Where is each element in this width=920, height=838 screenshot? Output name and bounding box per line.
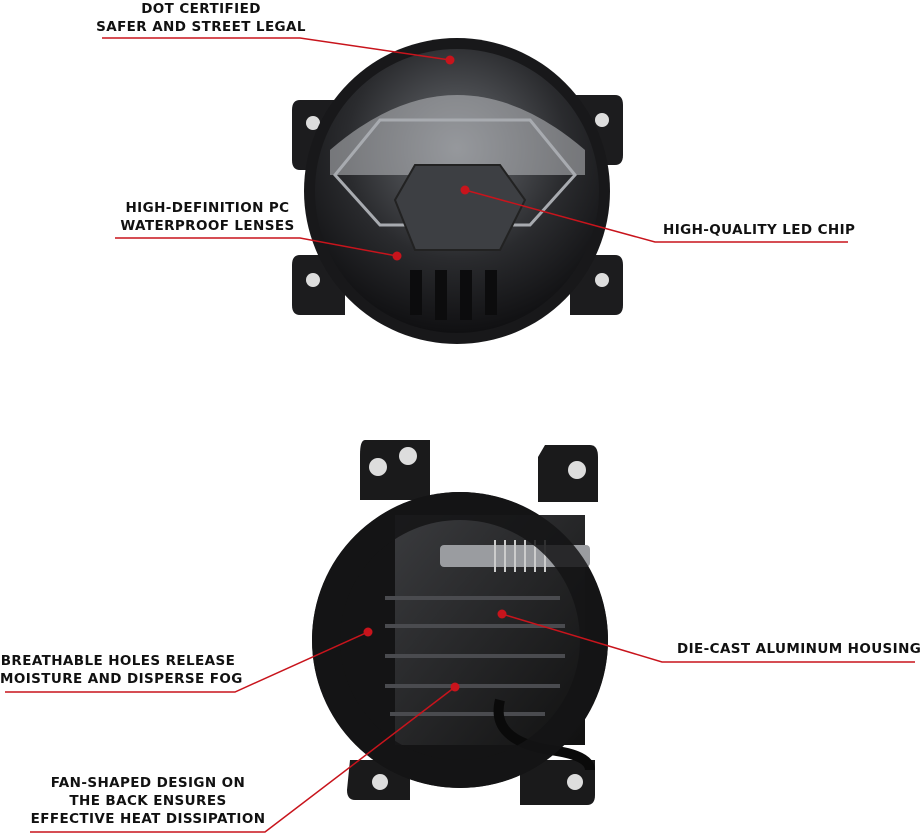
callout-line: BREATHABLE HOLES RELEASE <box>0 653 236 669</box>
callout-line: HIGH-QUALITY LED CHIP <box>663 222 856 238</box>
callout-line: DIE-CAST ALUMINUM HOUSING <box>677 641 920 657</box>
callout-dot <box>460 185 470 195</box>
leader-lines <box>5 37 915 833</box>
callout-lens: HIGH-DEFINITION PC WATERPROOF LENSES <box>110 199 305 235</box>
callout-dot <box>450 682 460 692</box>
callout-dots <box>363 55 507 692</box>
callout-line: EFFECTIVE HEAT DISSIPATION <box>30 811 266 827</box>
callout-line: HIGH-DEFINITION PC <box>125 200 290 216</box>
callout-fan-design: FAN-SHAPED DESIGN ON THE BACK ENSURES EF… <box>30 774 266 828</box>
callout-line: SAFER AND STREET LEGAL <box>96 19 306 35</box>
callout-dot <box>363 627 373 637</box>
callout-breathable-holes: BREATHABLE HOLES RELEASE MOISTURE AND DI… <box>0 652 243 688</box>
callout-led-chip: HIGH-QUALITY LED CHIP <box>663 221 855 239</box>
callout-line: MOISTURE AND DISPERSE FOG <box>0 671 243 687</box>
callout-dot <box>497 609 507 619</box>
callout-line: FAN-SHAPED DESIGN ON <box>50 775 246 791</box>
front-fog-light <box>292 38 623 344</box>
callout-line: DOT CERTIFIED <box>141 1 261 17</box>
callout-dot <box>445 55 455 65</box>
callout-dot <box>392 251 402 261</box>
callout-line: WATERPROOF LENSES <box>120 218 295 234</box>
rear-housing <box>312 440 608 805</box>
callout-dot-certified: DOT CERTIFIED SAFER AND STREET LEGAL <box>95 0 307 36</box>
callout-housing: DIE-CAST ALUMINUM HOUSING <box>677 640 920 658</box>
callout-line: THE BACK ENSURES <box>69 793 227 809</box>
